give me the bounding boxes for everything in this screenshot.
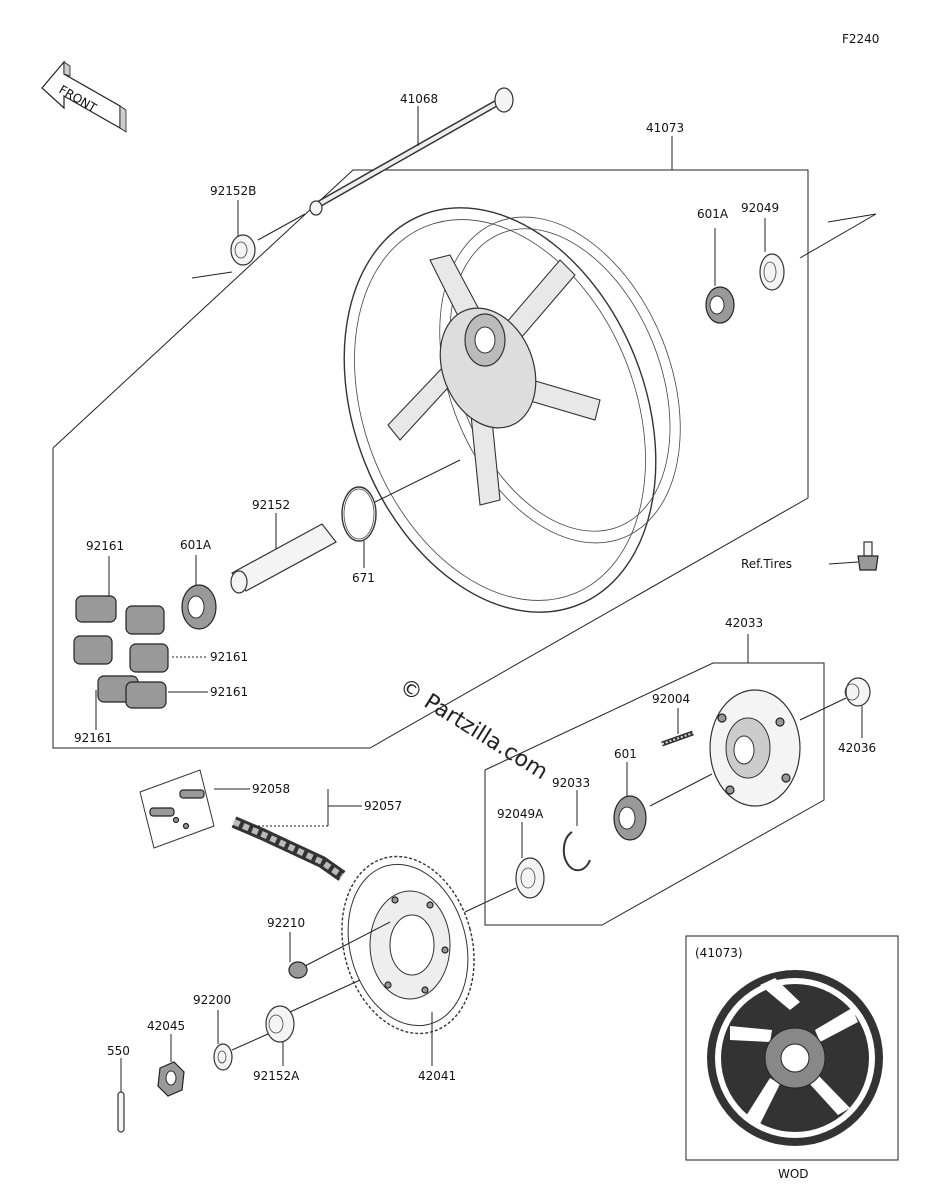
washer-92200 — [213, 1043, 233, 1071]
nut-92210 — [288, 961, 308, 979]
bearing-601A-top — [705, 286, 735, 324]
diagram-code: F2240 — [842, 32, 879, 46]
spacer-92152 — [230, 523, 337, 594]
chain-92057 — [231, 816, 346, 881]
label-92152B: 92152B — [210, 184, 256, 198]
label-92152A: 92152A — [253, 1069, 300, 1083]
ref-tires-label: Ref.Tires — [741, 557, 792, 571]
label-42033: 42033 — [725, 616, 763, 630]
label-41068: 41068 — [400, 92, 438, 106]
label-601A-left: 601A — [180, 538, 212, 552]
sprocket-hub-42033 — [709, 689, 801, 807]
inset-title: (41073) — [695, 946, 743, 960]
label-92161-d: 92161 — [74, 731, 112, 745]
bearing-601A-left — [181, 584, 217, 630]
label-550: 550 — [107, 1044, 130, 1058]
inset-caption: WOD — [778, 1167, 809, 1181]
oring-671 — [341, 486, 377, 542]
bearing-601 — [613, 795, 647, 841]
cotter-pin-550 — [117, 1091, 125, 1133]
wheel-group-outline — [52, 169, 809, 749]
axle-41068 — [309, 87, 514, 216]
label-42041: 42041 — [418, 1069, 456, 1083]
label-601A-top: 601A — [697, 207, 729, 221]
valve-icon — [857, 541, 879, 571]
label-92152: 92152 — [252, 498, 290, 512]
front-arrow-icon: FRONT — [41, 60, 127, 133]
label-41073: 41073 — [646, 121, 684, 135]
label-92033: 92033 — [552, 776, 590, 790]
seal-92049A — [515, 857, 545, 899]
seal-92049 — [759, 253, 785, 291]
stud-92004 — [661, 730, 694, 747]
label-92210: 92210 — [267, 916, 305, 930]
inset-panel: (41073) WOD — [685, 935, 899, 1181]
label-92058: 92058 — [252, 782, 290, 796]
dampers-92161 — [73, 595, 169, 709]
castle-nut-42045 — [157, 1061, 185, 1097]
rear-wheel-41073 — [343, 207, 681, 613]
collar-92152B — [230, 234, 256, 266]
sprocket-42041 — [341, 855, 475, 1035]
collar-42036 — [844, 677, 871, 707]
label-671: 671 — [352, 571, 375, 585]
master-link-92058 — [139, 769, 215, 849]
label-92004: 92004 — [652, 692, 690, 706]
label-92161-c: 92161 — [210, 685, 248, 699]
label-92049A: 92049A — [497, 807, 544, 821]
collar-92152A — [265, 1005, 295, 1043]
inset-wheel — [707, 970, 883, 1146]
watermark: © Partzilla.com — [395, 674, 552, 785]
label-92057: 92057 — [364, 799, 402, 813]
hub-group-outline — [484, 662, 825, 926]
label-42036: 42036 — [838, 741, 876, 755]
circlip-92033 — [562, 831, 591, 872]
label-92161-b: 92161 — [210, 650, 248, 664]
label-601: 601 — [614, 747, 637, 761]
label-42045: 42045 — [147, 1019, 185, 1033]
label-92049: 92049 — [741, 201, 779, 215]
label-92200: 92200 — [193, 993, 231, 1007]
label-92161-a: 92161 — [86, 539, 124, 553]
